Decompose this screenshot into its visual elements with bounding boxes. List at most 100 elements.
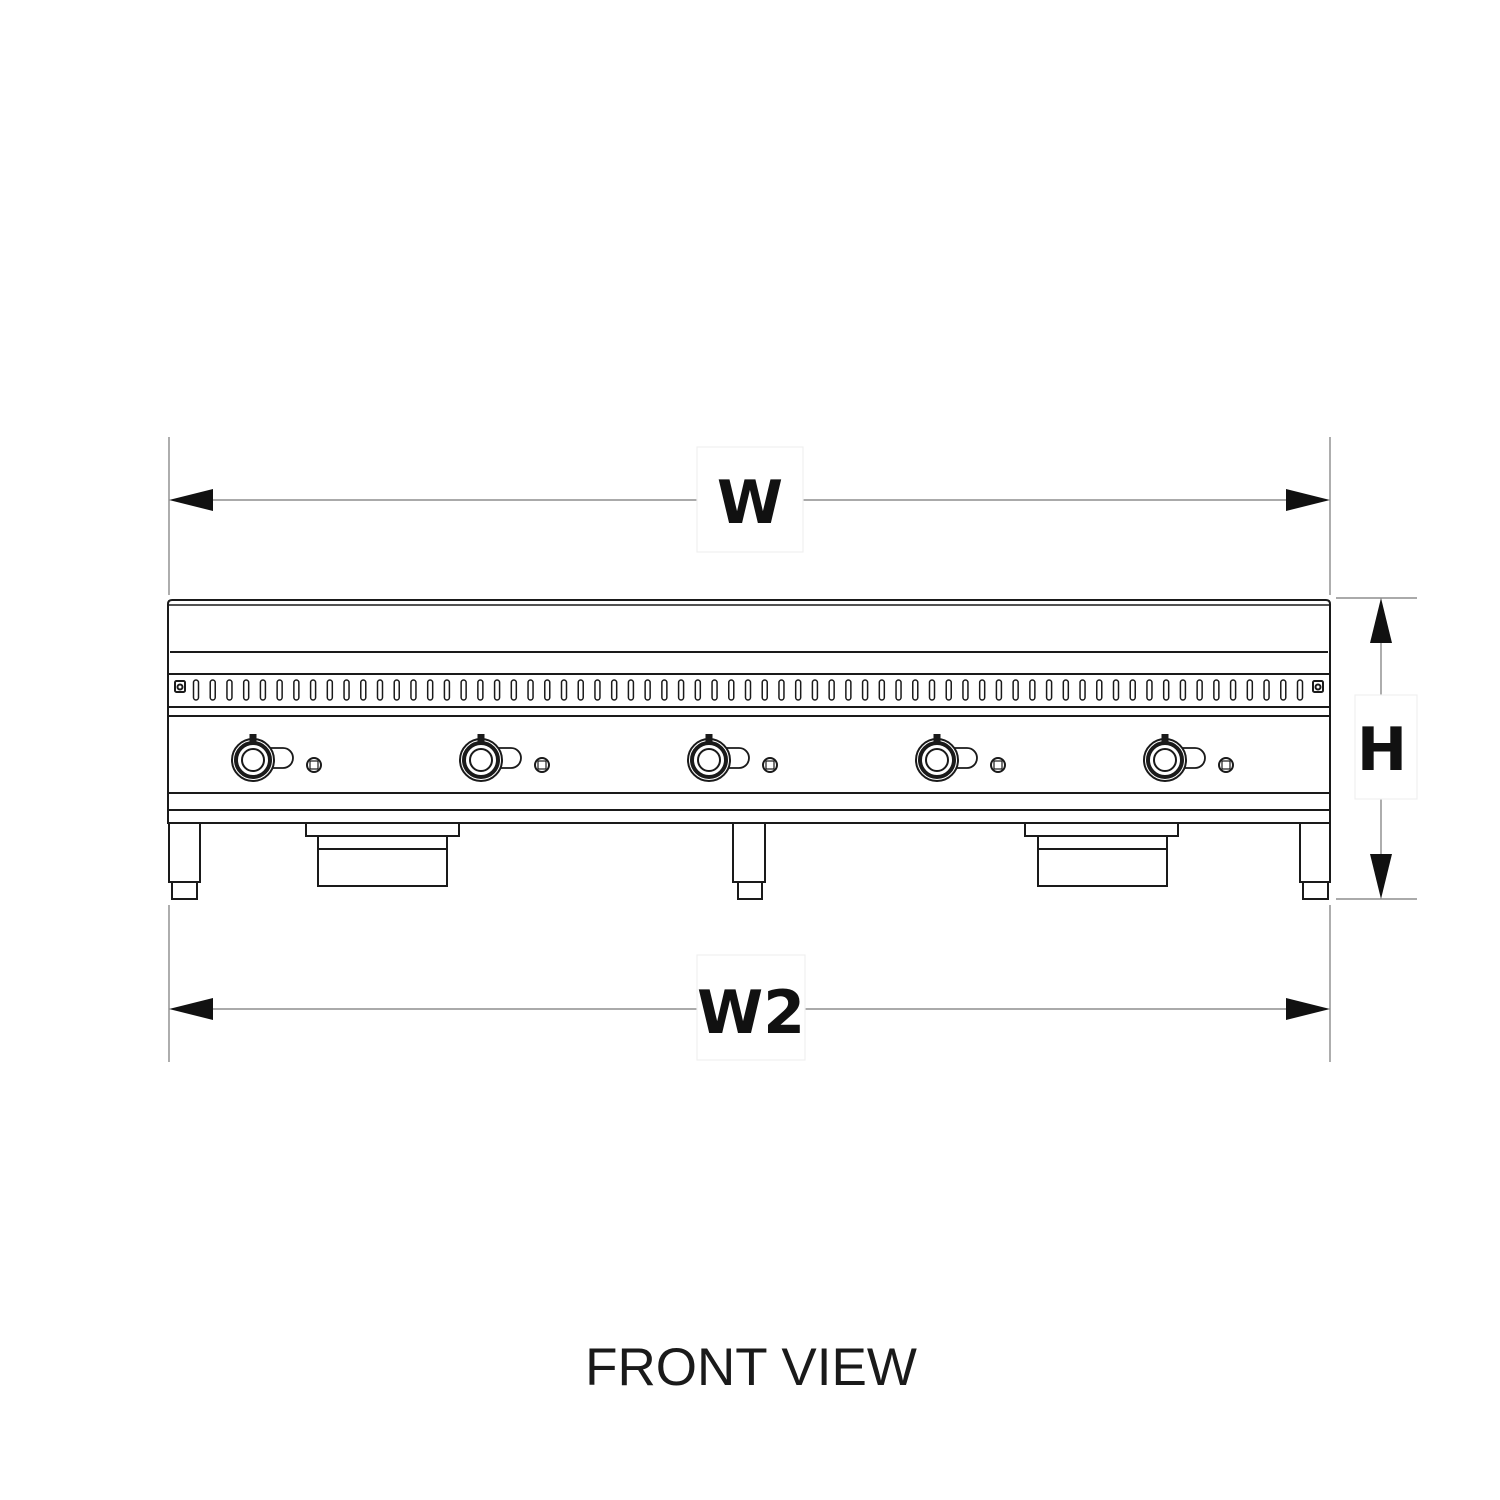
vent-slot bbox=[226, 679, 233, 701]
vent-slot bbox=[1129, 679, 1136, 701]
vent-slot bbox=[1213, 679, 1220, 701]
indicator-light-right bbox=[1312, 680, 1324, 693]
vent-slot bbox=[410, 679, 417, 701]
legs-and-drawers bbox=[168, 822, 1331, 900]
vent-slot bbox=[443, 679, 451, 701]
vent-slot bbox=[1179, 679, 1187, 701]
ignition-button[interactable] bbox=[762, 757, 778, 773]
vent-slot bbox=[928, 679, 936, 701]
vent-slot bbox=[1296, 679, 1304, 701]
vent-slots bbox=[192, 679, 1304, 701]
vent-slot bbox=[376, 679, 384, 701]
dimension-h bbox=[1336, 597, 1418, 900]
leg-left bbox=[168, 822, 201, 900]
vent-slot bbox=[493, 679, 501, 701]
vent-slot bbox=[426, 679, 434, 701]
control-knob[interactable] bbox=[1143, 734, 1234, 782]
leg-center bbox=[732, 822, 766, 900]
vent-slot bbox=[794, 679, 802, 701]
arrow-right-icon bbox=[1286, 489, 1330, 511]
vent-slot bbox=[477, 679, 484, 701]
vent-slot bbox=[811, 679, 819, 701]
vent-slot bbox=[242, 679, 250, 701]
ignition-button[interactable] bbox=[1218, 757, 1234, 773]
vent-slot bbox=[276, 679, 283, 701]
ignition-button[interactable] bbox=[534, 757, 550, 773]
vent-slot bbox=[1246, 679, 1254, 701]
vent-slot bbox=[878, 679, 886, 701]
vent-slot bbox=[594, 679, 601, 701]
ignition-button[interactable] bbox=[306, 757, 322, 773]
vent-slot bbox=[393, 679, 400, 701]
vent-slot bbox=[962, 679, 969, 701]
vent-slot bbox=[761, 679, 768, 701]
indicator-light-left bbox=[174, 680, 186, 693]
drip-drawer-right bbox=[1024, 823, 1179, 887]
vent-slot bbox=[309, 679, 317, 701]
vent-slot bbox=[510, 679, 518, 701]
vent-slot bbox=[945, 679, 952, 701]
vent-slot bbox=[544, 679, 551, 701]
vent-slot bbox=[1045, 679, 1053, 701]
arrow-down-icon bbox=[1370, 854, 1392, 899]
vent-slot bbox=[192, 679, 200, 701]
vent-slot bbox=[644, 679, 651, 701]
arrow-left-icon bbox=[169, 998, 213, 1020]
vent-slot bbox=[360, 679, 367, 701]
control-knob[interactable] bbox=[459, 734, 550, 782]
vent-slot bbox=[1280, 679, 1287, 701]
vent-slot bbox=[895, 679, 902, 701]
base-width-label: W2 bbox=[697, 978, 805, 1048]
vent-slot bbox=[259, 679, 267, 701]
dimension-w bbox=[168, 437, 1331, 595]
control-knob[interactable] bbox=[231, 734, 322, 782]
griddle-body bbox=[167, 599, 1331, 824]
vent-slot bbox=[560, 679, 568, 701]
vent-slot bbox=[326, 679, 334, 701]
arrow-left-icon bbox=[169, 489, 213, 511]
vent-slot bbox=[527, 679, 534, 701]
vent-slot bbox=[1062, 679, 1070, 701]
vent-slot bbox=[460, 679, 467, 701]
vent-slot bbox=[912, 679, 919, 701]
vent-slot bbox=[1112, 679, 1120, 701]
vent-slot bbox=[209, 679, 216, 701]
arrow-right-icon bbox=[1286, 998, 1330, 1020]
vent-slot bbox=[1263, 679, 1270, 701]
vent-slot bbox=[677, 679, 685, 701]
vent-slot bbox=[711, 679, 718, 701]
leg-right bbox=[1299, 822, 1331, 900]
vent-slot bbox=[627, 679, 635, 701]
vent-slot bbox=[293, 679, 300, 701]
vent-slot bbox=[1196, 679, 1203, 701]
control-knob[interactable] bbox=[687, 734, 778, 782]
vent-slot bbox=[1162, 679, 1170, 701]
vent-slot bbox=[1029, 679, 1036, 701]
height-label: H bbox=[1357, 715, 1407, 785]
vent-slot bbox=[1229, 679, 1237, 701]
vent-slot bbox=[861, 679, 869, 701]
vent-slot bbox=[343, 679, 350, 701]
vent-slot bbox=[694, 679, 702, 701]
vent-slot bbox=[728, 679, 735, 701]
width-label: W bbox=[717, 468, 783, 538]
vent-slot bbox=[1012, 679, 1019, 701]
vent-slot bbox=[744, 679, 752, 701]
control-knob[interactable] bbox=[915, 734, 1006, 782]
vent-slot bbox=[995, 679, 1003, 701]
ignition-button[interactable] bbox=[990, 757, 1006, 773]
vent-slot bbox=[828, 679, 835, 701]
arrow-up-icon bbox=[1370, 598, 1392, 643]
view-caption: FRONT VIEW bbox=[585, 1338, 917, 1397]
dimension-w2 bbox=[168, 905, 1331, 1062]
vent-slot bbox=[1146, 679, 1153, 701]
drip-drawer-left bbox=[305, 823, 460, 887]
vent-slot bbox=[1079, 679, 1086, 701]
vent-slot bbox=[661, 679, 668, 701]
vent-slot bbox=[978, 679, 986, 701]
control-knobs bbox=[231, 734, 1234, 782]
vent-slot bbox=[610, 679, 618, 701]
vent-slot bbox=[778, 679, 785, 701]
vent-slot bbox=[1096, 679, 1103, 701]
